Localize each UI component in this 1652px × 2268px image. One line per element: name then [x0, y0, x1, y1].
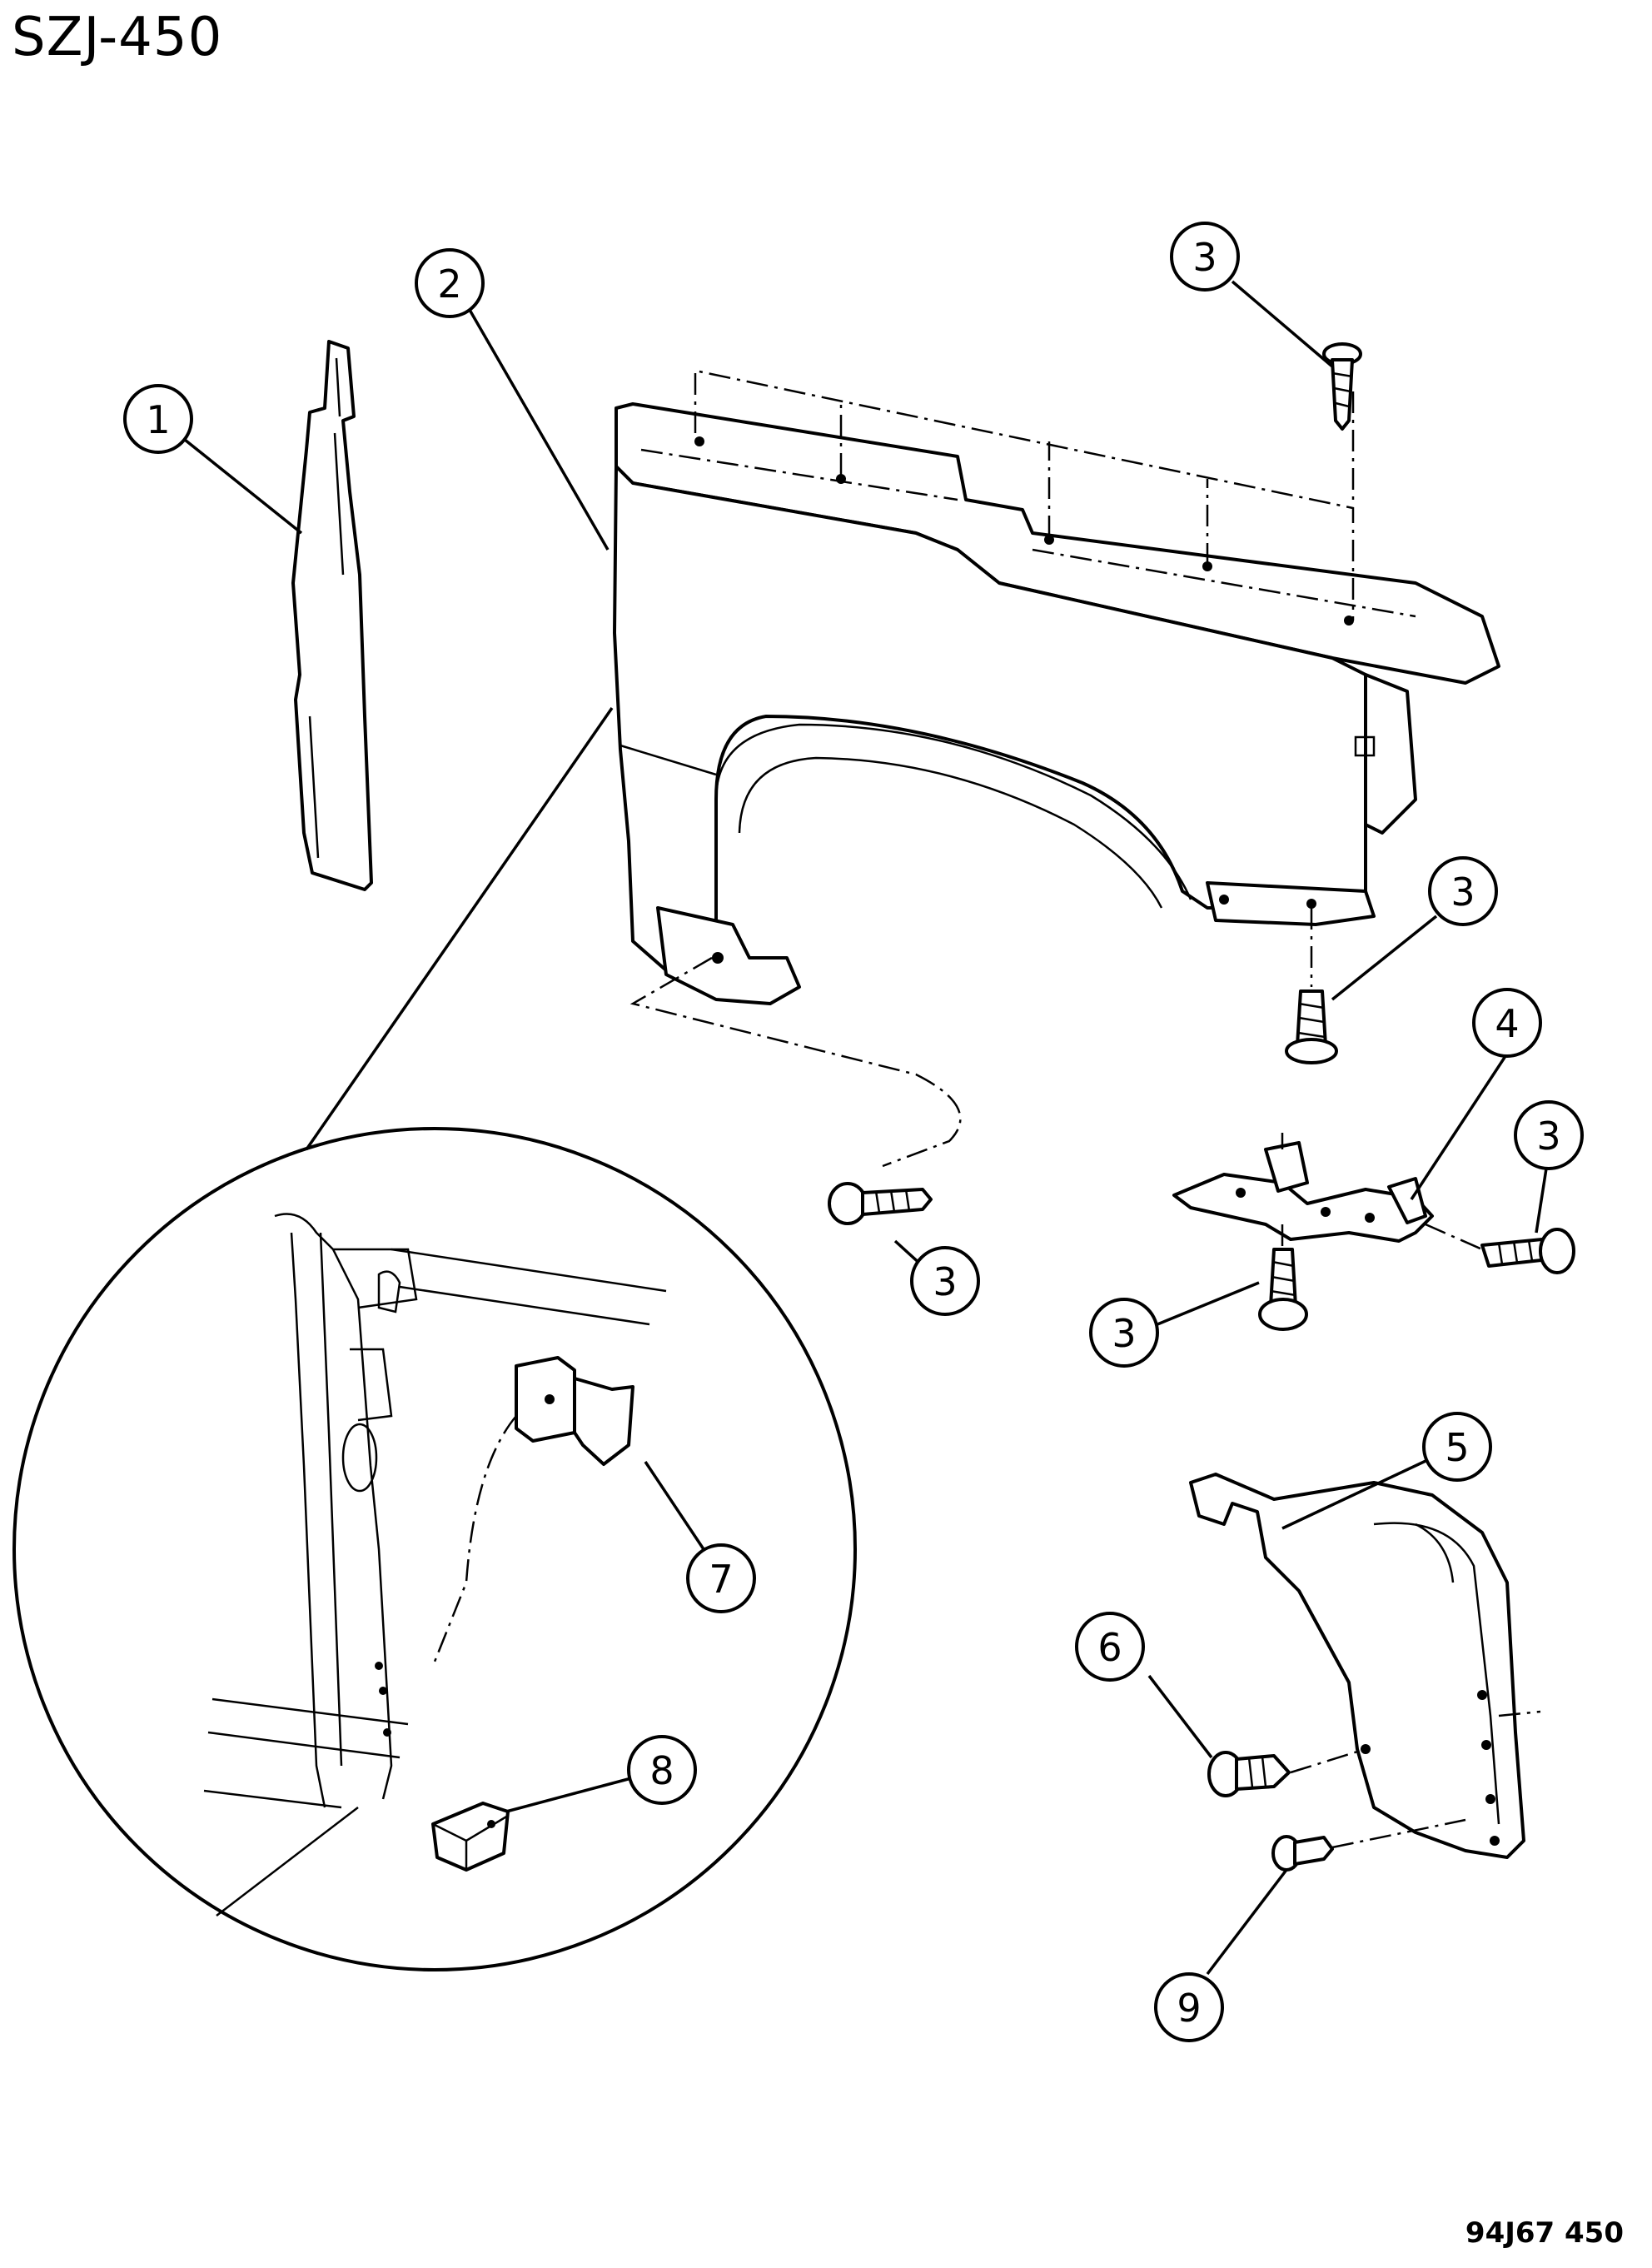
callout-4: 4 — [1472, 988, 1542, 1058]
callout-3-bracket-right: 3 — [1514, 1100, 1584, 1170]
svg-text:3: 3 — [1192, 235, 1217, 280]
callout-2: 2 — [415, 248, 485, 318]
callout-6: 6 — [1075, 1612, 1145, 1682]
svg-text:3: 3 — [933, 1259, 957, 1304]
part-8-clip — [431, 1802, 510, 1872]
callout-5: 5 — [1422, 1412, 1492, 1482]
callout-9: 9 — [1154, 1972, 1224, 2042]
part-3-screw-bracket-right — [1480, 1228, 1575, 1274]
part-3-screw-top — [1322, 342, 1362, 431]
part-3-screw-left — [828, 1182, 933, 1225]
part-2-front-fender — [613, 402, 1500, 1005]
callout-8: 8 — [627, 1735, 697, 1805]
diagram-title: SZJ-450 — [12, 7, 223, 68]
svg-text:6: 6 — [1097, 1625, 1122, 1670]
figure-code: 94J67 450 — [1465, 2216, 1624, 2250]
svg-text:7: 7 — [709, 1557, 733, 1602]
svg-text:3: 3 — [1536, 1114, 1560, 1159]
svg-text:5: 5 — [1445, 1425, 1469, 1470]
part-3-screw-bracket-bottom — [1258, 1248, 1308, 1331]
part-6-push-pin — [1207, 1747, 1366, 1797]
svg-text:1: 1 — [146, 397, 170, 442]
callout-3-left: 3 — [910, 1246, 980, 1316]
svg-text:4: 4 — [1495, 1001, 1519, 1046]
detail-magnifier — [12, 707, 857, 1971]
part-5-splash-shield — [1189, 1473, 1541, 1859]
part-1-seal-strip — [291, 340, 373, 891]
part-7-clip — [431, 1356, 634, 1667]
callout-3-bracket-bottom: 3 — [1089, 1298, 1159, 1368]
svg-text:8: 8 — [649, 1748, 674, 1793]
callout-3-top: 3 — [1170, 222, 1240, 292]
callout-7: 7 — [686, 1543, 756, 1613]
part-4-bracket — [1172, 1133, 1483, 1251]
part-3-screw-fender-bottom — [1285, 989, 1338, 1064]
svg-text:2: 2 — [437, 262, 461, 307]
svg-text:3: 3 — [1112, 1311, 1136, 1356]
svg-text:3: 3 — [1450, 870, 1475, 915]
callout-3-fender-bottom: 3 — [1428, 856, 1498, 926]
svg-text:9: 9 — [1177, 1986, 1201, 2031]
callout-1: 1 — [123, 384, 193, 454]
